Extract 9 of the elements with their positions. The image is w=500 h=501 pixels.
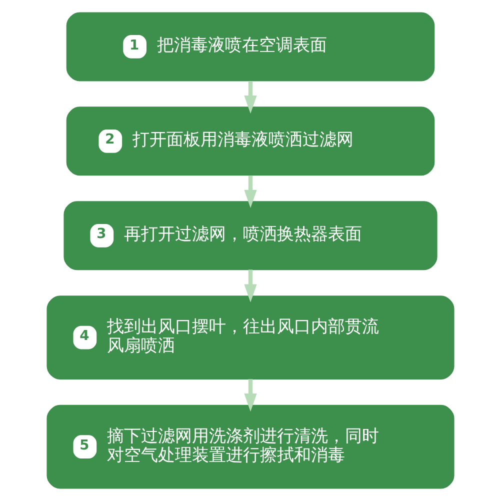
node-box: 2 打开面板用消毒液喷洒过滤网	[66, 106, 434, 176]
node-box: 4 找到出风口摆叶，往出风口内部贯流风扇喷洒	[46, 296, 454, 380]
arrow	[244, 379, 256, 412]
node-box: 1 把消毒液喷在空调表面	[66, 12, 434, 82]
node-box: 3 再打开过滤网，喷洒换热器表面	[63, 201, 437, 270]
arrow	[244, 176, 256, 208]
node-box: 5 摘下过滤网用洗涤剂进行清洗，同时对空气处理装置进行擦拭和消毒	[46, 404, 454, 489]
arrow	[244, 81, 256, 114]
arrow	[244, 270, 256, 302]
